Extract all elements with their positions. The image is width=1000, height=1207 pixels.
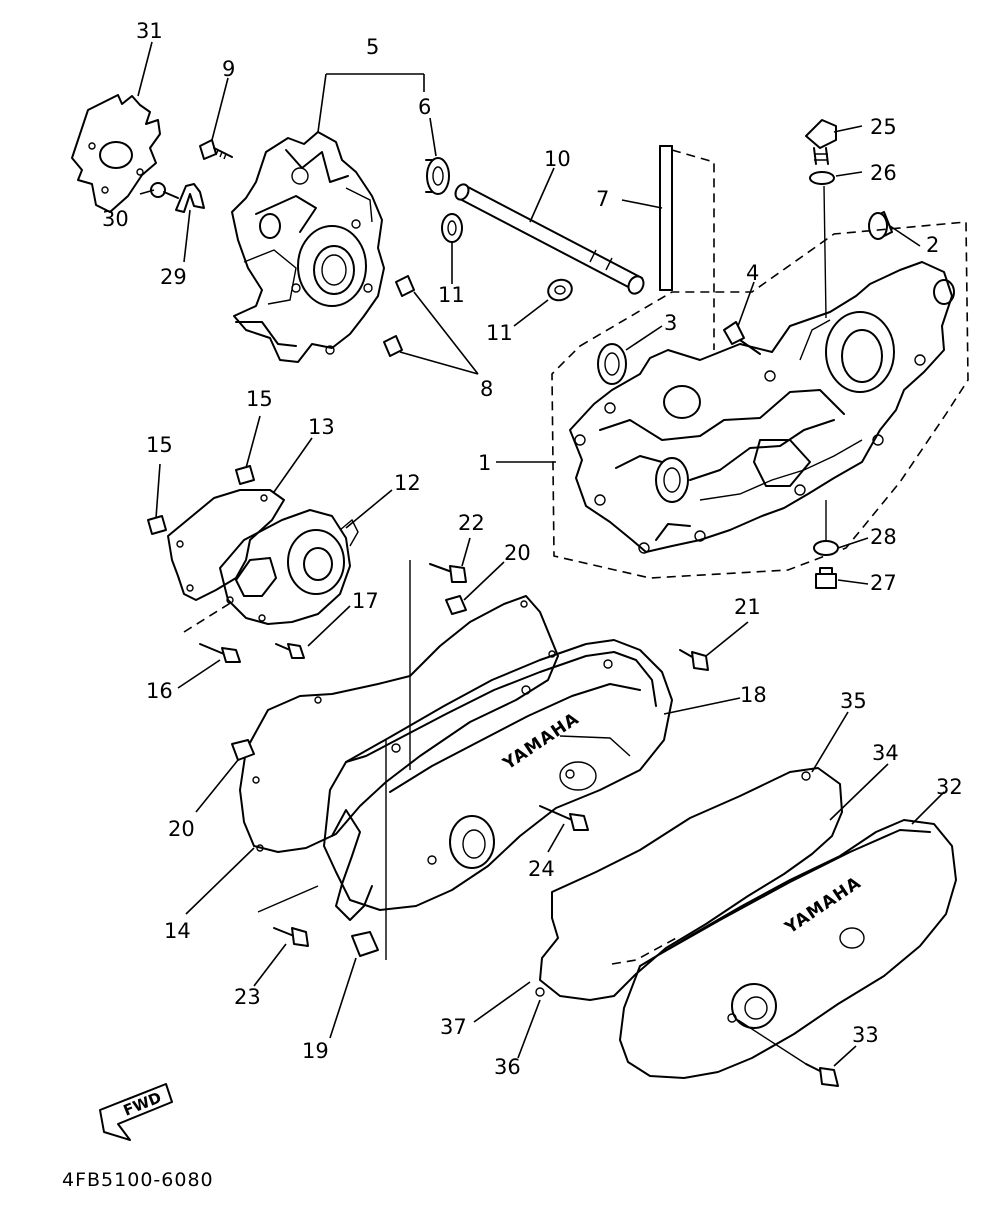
part-label: 11 [438,283,465,307]
part-label: 4 [746,261,759,285]
part-label: 8 [480,377,493,401]
part-label: 25 [870,115,897,139]
shaft-10 [454,183,645,295]
dowel-20-b [231,739,255,761]
brand-label-18: YAMAHA [499,709,583,775]
part-label: 1 [478,451,491,475]
bolt-22 [429,563,467,583]
part-label: 22 [458,511,485,535]
part-label: 26 [870,161,897,185]
guide-line-23 [257,885,319,913]
screw-33 [737,1019,839,1087]
part-label: 20 [168,817,195,841]
part-label: 10 [544,147,571,171]
part-label: 9 [222,57,235,81]
gasket-31 [71,94,161,213]
rod-7 [659,145,715,350]
cover-12 [219,509,359,625]
oil-seal-11-a [441,213,463,243]
part-label: 29 [160,265,187,289]
seal-3 [597,343,627,385]
dowel-20-a [445,595,467,615]
part-label: 28 [870,525,897,549]
part-label: 31 [136,19,163,43]
crankcase-left-5 [231,131,385,363]
bushing-2 [868,211,893,240]
part-label: 5 [366,35,379,59]
part-label: 37 [440,1015,467,1039]
brand-label-32: YAMAHA [781,873,865,939]
dowel-pins-8 [383,275,415,357]
outer-cover-32: YAMAHA [619,819,957,1079]
part-label: 15 [246,387,273,411]
crankcase-right-1 [569,261,955,554]
bolt-16 [199,643,241,663]
guide-line-16 [183,601,233,633]
dowel-15-a [235,465,255,485]
part-label: 6 [418,95,431,119]
part-label: 18 [740,683,767,707]
part-label: 33 [852,1023,879,1047]
bolt-27 [815,567,837,589]
part-label: 11 [486,321,513,345]
part-label: 35 [840,689,867,713]
bolt-17 [275,643,305,659]
part-labels: 31 9 5 6 10 25 26 7 2 30 29 11 4 3 11 8 … [102,19,963,1079]
part-label: 17 [352,589,379,613]
bolt-9 [199,139,233,160]
part-label: 24 [528,857,555,881]
part-label: 7 [596,187,609,211]
guide-line-25 [823,185,827,319]
clip-29 [175,183,205,213]
gasket-13 [167,489,285,601]
oil-seal-11-b [547,278,573,302]
plug-25 [805,119,837,165]
part-label: 2 [926,233,939,257]
bolt-30 [150,182,179,199]
part-label: 27 [870,571,897,595]
plate-35 [535,767,843,1001]
part-label: 34 [872,741,899,765]
crankcase-cover-18: YAMAHA [323,639,673,921]
dowel-19 [351,931,379,957]
fwd-arrow-icon: FWD [99,1083,173,1141]
bolt-24 [539,805,589,831]
dowel-15-b [147,515,167,535]
part-label: 15 [146,433,173,457]
part-label: 16 [146,679,173,703]
o-ring-26 [809,171,835,185]
gasket-14 [239,595,559,853]
part-label: 14 [164,919,191,943]
part-label: 21 [734,595,761,619]
part-label: 32 [936,775,963,799]
part-label: 23 [234,985,261,1009]
part-label: 30 [102,207,129,231]
part-label: 20 [504,541,531,565]
assembly-box-1 [551,221,969,579]
part-label: 19 [302,1039,329,1063]
oil-seal-6 [425,157,450,195]
part-label: 13 [308,415,335,439]
washer-28 [813,500,839,556]
reference-code: 4FB5100-6080 [62,1169,214,1191]
bolt-21 [679,649,709,671]
part-label: 3 [664,311,677,335]
leader-lines [137,41,945,1067]
bolt-23 [273,927,309,947]
part-label: 12 [394,471,421,495]
part-label: 36 [494,1055,521,1079]
